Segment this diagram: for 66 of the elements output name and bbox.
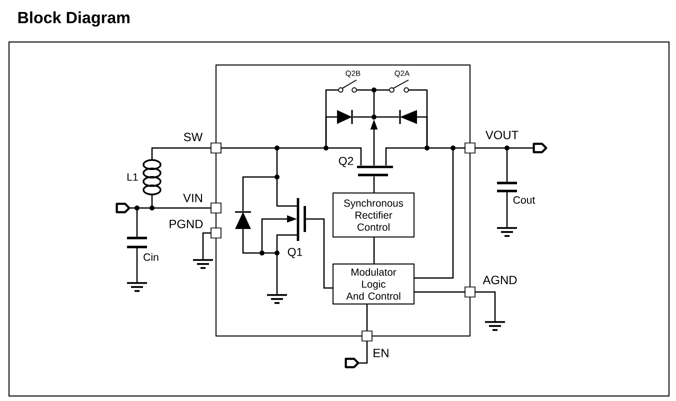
wire	[328, 147, 362, 166]
ground-symbol	[127, 282, 148, 292]
wire	[376, 89, 389, 91]
wire	[373, 92, 375, 114]
chip-outline	[216, 64, 470, 336]
diode-symbol	[235, 211, 251, 229]
terminal-symbol	[532, 142, 548, 154]
ground-symbol	[497, 227, 517, 237]
wire	[506, 150, 508, 183]
wire	[373, 237, 375, 264]
wire	[359, 341, 368, 364]
wire	[475, 147, 504, 149]
wire	[475, 291, 496, 322]
wire	[385, 147, 424, 166]
wire	[357, 89, 372, 91]
wire	[276, 180, 298, 207]
wire	[366, 304, 368, 331]
block-box: Modulator Logic And Control	[332, 264, 415, 304]
wire	[140, 207, 150, 209]
wire	[325, 116, 337, 146]
component-label: L1	[127, 173, 138, 181]
wire	[306, 218, 334, 289]
wire	[276, 150, 278, 174]
wire	[130, 207, 134, 209]
ground-symbol	[193, 259, 213, 269]
ground-symbol	[485, 321, 505, 331]
wire	[151, 194, 153, 206]
wire	[456, 147, 465, 149]
terminal-symbol	[116, 202, 130, 214]
block-box: Synchronous Rectifier Control	[332, 192, 415, 238]
pin-label: SW	[184, 132, 203, 142]
wire	[202, 232, 211, 260]
wire	[136, 246, 138, 283]
component-label: Q2	[338, 156, 354, 168]
wire	[414, 150, 454, 279]
wire	[280, 147, 324, 149]
wire	[506, 191, 508, 228]
wire	[373, 176, 375, 193]
wire	[242, 229, 260, 254]
wire	[430, 147, 450, 149]
pin-label: VIN	[183, 194, 202, 202]
wire	[510, 147, 533, 149]
wire	[417, 116, 428, 146]
wire	[136, 210, 138, 238]
component-label: Cin	[144, 253, 158, 261]
wire	[264, 252, 274, 254]
wire	[376, 116, 399, 118]
wire	[151, 147, 211, 160]
component-label: Q1	[288, 248, 302, 258]
pin-label: AGND	[482, 276, 517, 284]
terminal-symbol	[344, 358, 360, 368]
title: Block Diagram	[18, 11, 130, 27]
wire	[414, 291, 465, 293]
component-label: Cout	[513, 196, 536, 204]
wire	[221, 147, 274, 149]
wire	[154, 207, 211, 209]
wire	[242, 176, 274, 211]
pin-label: VOUT	[485, 130, 518, 140]
diode-symbol	[337, 110, 353, 124]
wire	[276, 234, 298, 250]
wire	[276, 256, 278, 295]
diode-symbol	[399, 110, 417, 124]
wire	[353, 116, 372, 118]
ground-symbol	[267, 294, 287, 304]
pin-label: PGND	[170, 220, 203, 228]
pin-label: EN	[374, 348, 388, 358]
